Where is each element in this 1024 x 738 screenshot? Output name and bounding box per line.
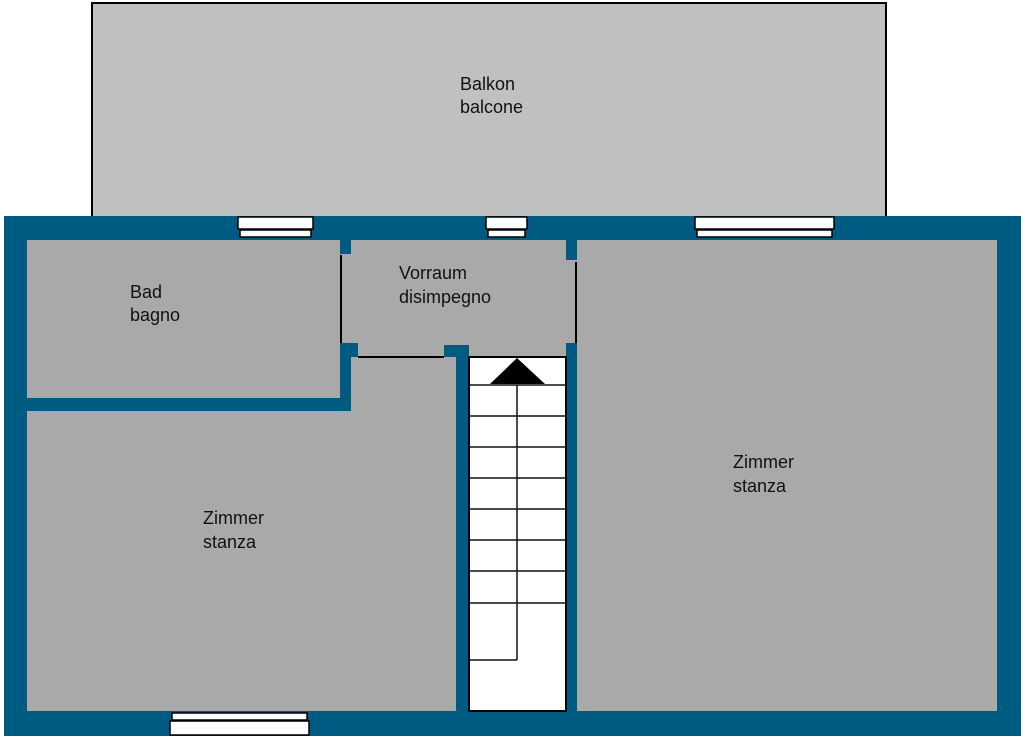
room-left: [27, 357, 456, 711]
balcony: [91, 2, 887, 218]
hallway: [340, 240, 577, 357]
hallway-label-de: Vorraum: [399, 263, 467, 283]
room-left-label-de: Zimmer: [203, 508, 264, 528]
wall-stub: [340, 240, 351, 254]
stair-wall: [456, 345, 469, 711]
wall-stub: [566, 343, 577, 357]
hallway-label-it: disimpegno: [399, 287, 491, 307]
wall-stub: [566, 240, 577, 260]
door-openings: [340, 255, 577, 358]
balcony-label-it: balcone: [460, 97, 523, 117]
room-left-label-it: stanza: [203, 532, 257, 552]
balcony-label-de: Balkon: [460, 74, 515, 94]
window: [169, 720, 310, 736]
window: [694, 216, 835, 230]
window: [696, 229, 833, 238]
window: [239, 229, 312, 238]
wall-stub: [340, 343, 358, 357]
staircase: [468, 356, 567, 712]
window: [487, 229, 526, 238]
bathroom: [27, 240, 340, 398]
window: [237, 216, 314, 230]
bathroom-label-it: bagno: [130, 305, 180, 325]
window: [171, 712, 308, 721]
room-right-label-de: Zimmer: [733, 452, 794, 472]
bathroom-label-de: Bad: [130, 282, 162, 302]
windows: [169, 216, 835, 736]
stair-direction-arrow-icon: [490, 358, 545, 384]
room-right: [577, 240, 997, 711]
room-right-label-it: stanza: [733, 476, 787, 496]
window: [485, 216, 528, 230]
